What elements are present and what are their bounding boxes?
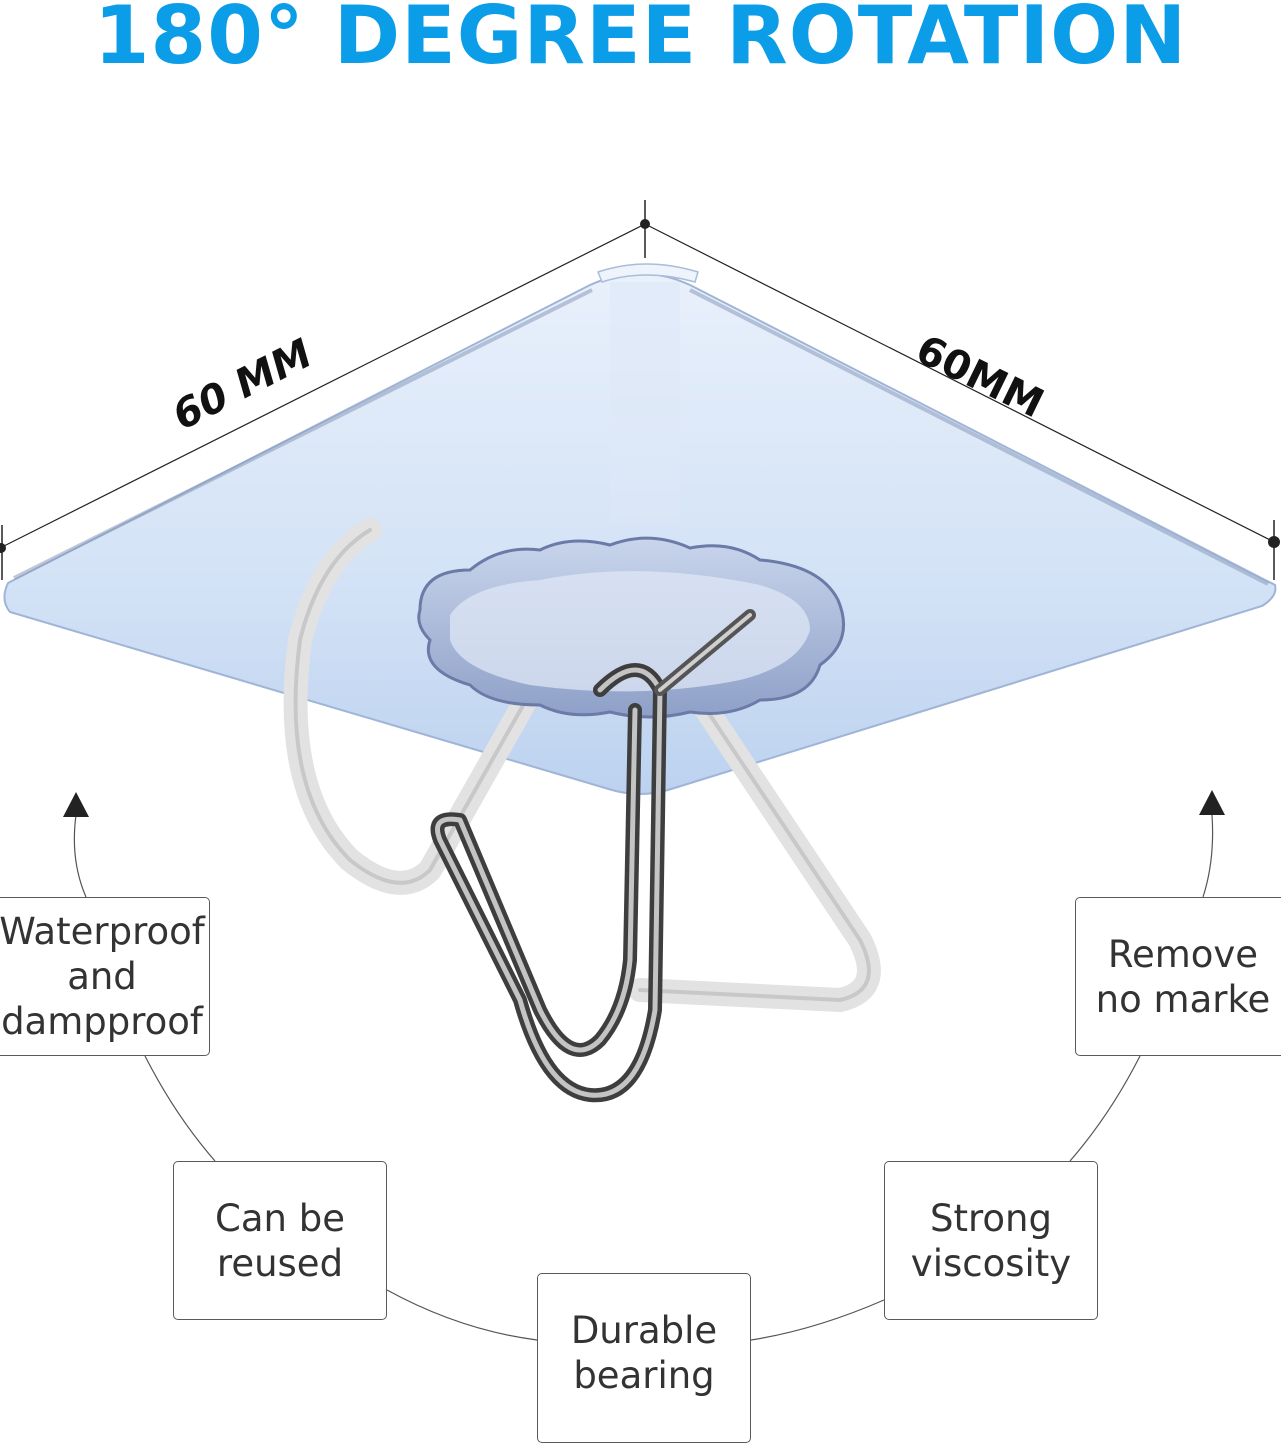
- ghost-hook-right-inner: [638, 698, 871, 1003]
- feature-strong-viscosity: Strong viscosity: [884, 1161, 1098, 1320]
- feature-reusable: Can be reused: [173, 1161, 387, 1320]
- feature-reusable-label: Can be reused: [215, 1196, 345, 1285]
- feature-waterproof-label: Waterproof and dampproof: [0, 910, 205, 1043]
- feature-durable: Durable bearing: [537, 1273, 751, 1443]
- feature-strong-viscosity-label: Strong viscosity: [910, 1196, 1072, 1285]
- connector-arcs: [73, 814, 1214, 1341]
- feature-waterproof: Waterproof and dampproof: [0, 897, 210, 1056]
- feature-durable-label: Durable bearing: [570, 1309, 718, 1397]
- adhesive-pad: [3, 263, 1277, 795]
- feature-remove-no-mark-label: Remove no marke: [1095, 932, 1271, 1021]
- dimension-lines: [0, 200, 1280, 580]
- arrow-up-right-icon: [1199, 790, 1225, 815]
- feature-remove-no-mark: Remove no marke: [1075, 897, 1281, 1056]
- metal-hook: [430, 609, 756, 1103]
- hook-base: [417, 536, 846, 719]
- arrow-up-left-icon: [63, 792, 89, 817]
- ghost-hook-left-inner: [293, 528, 562, 885]
- headline: 180° DEGREE ROTATION: [93, 0, 1188, 82]
